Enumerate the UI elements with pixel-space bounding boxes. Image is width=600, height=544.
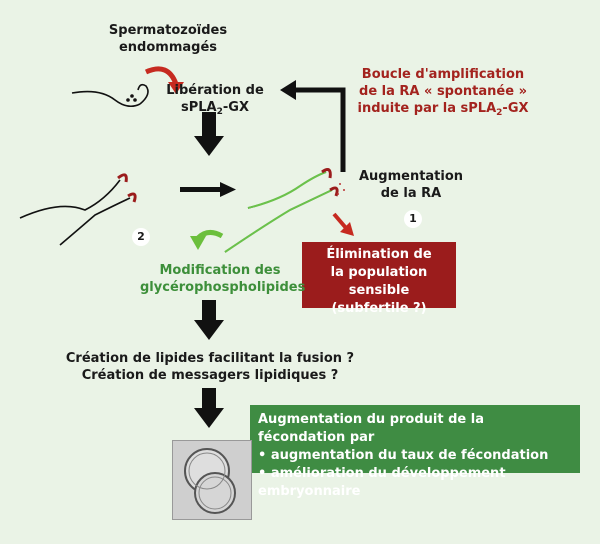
result-box: Augmentation du produit de la fécondatio… — [250, 405, 580, 499]
lipid-creation-label: Création de lipides facilitant la fusion… — [65, 351, 355, 383]
down-arrow-2-icon — [194, 300, 224, 340]
down-arrow-1-icon — [194, 112, 224, 156]
red-arrow-icon — [332, 212, 354, 236]
elimination-box: Élimination de la population sensible (s… — [302, 242, 456, 316]
sperm-pair-right-icon — [224, 168, 345, 253]
release-label: Libération de sPLA2-GX — [166, 83, 264, 117]
ra-increase-label: Augmentation de la RA — [358, 169, 464, 201]
badge-1: 1 — [404, 210, 422, 228]
embryo-icon — [184, 448, 236, 514]
green-curved-arrow-icon — [190, 230, 224, 250]
horizontal-arrow-icon — [180, 182, 236, 197]
amplification-loop-label: Boucle d'amplification de la RA « sponta… — [357, 67, 529, 118]
embryo-image — [172, 440, 252, 520]
red-curved-arrow-icon — [144, 66, 184, 94]
damaged-sperm-icon — [71, 83, 149, 108]
badge-2: 2 — [132, 228, 150, 246]
down-arrow-3-icon — [194, 388, 224, 428]
glycero-modification-label: Modification des glycérophospholipides — [140, 263, 306, 295]
loop-arrow-icon — [280, 80, 346, 172]
damaged-sperm-label: Spermatozoïdes endommagés — [108, 23, 228, 55]
sperm-pair-left-icon — [19, 173, 137, 246]
